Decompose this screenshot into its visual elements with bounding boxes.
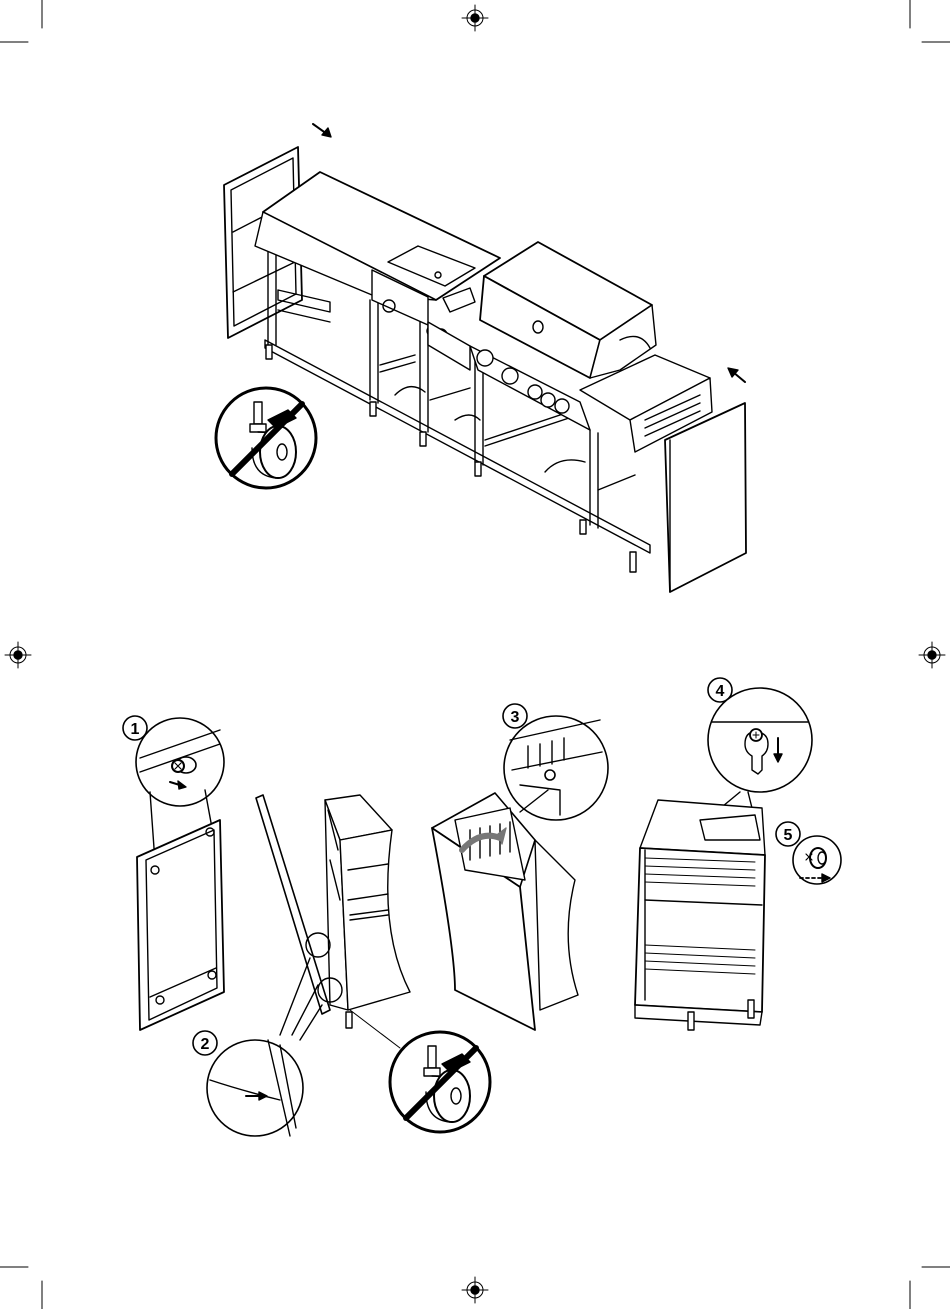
- no-caster-wheel-icon: [216, 388, 316, 488]
- svg-text:4: 4: [716, 683, 725, 700]
- svg-text:2: 2: [201, 1036, 210, 1053]
- registration-mark-icon: [919, 642, 945, 668]
- arrow-icon: [728, 368, 745, 382]
- registration-mark-icon: [5, 642, 31, 668]
- registration-mark-icon: [462, 5, 488, 31]
- right-side-panel: [665, 403, 746, 592]
- no-caster-wheel-icon: [350, 1010, 490, 1132]
- step-badge-3: 3: [503, 704, 527, 728]
- step-2-side-panel: [207, 795, 410, 1136]
- step-badge-2: 2: [193, 1031, 217, 1055]
- arrow-icon: [313, 124, 331, 137]
- screw-icon: [172, 760, 184, 772]
- step-badge-5: 5: [776, 822, 800, 846]
- svg-text:5: 5: [784, 827, 793, 844]
- step-3-panel-rotation: [432, 716, 608, 1030]
- outdoor-kitchen-illustration: [216, 124, 746, 592]
- step-5-screw-tighten: [793, 836, 841, 884]
- step-1-door-screw: [136, 718, 224, 1030]
- svg-text:1: 1: [131, 721, 140, 738]
- step-4-keyhole: [635, 688, 812, 1030]
- registration-mark-icon: [462, 1277, 488, 1303]
- svg-text:3: 3: [511, 709, 520, 726]
